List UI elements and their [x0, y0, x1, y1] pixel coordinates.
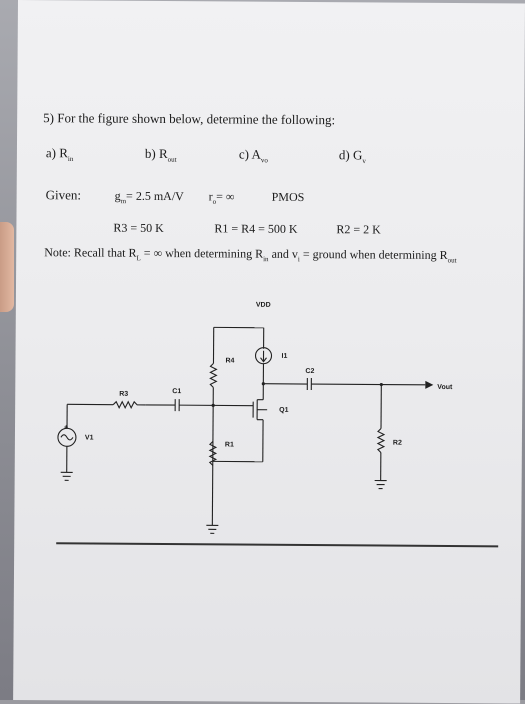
v1-label: V1	[85, 434, 94, 441]
r1-label: R1	[225, 441, 234, 448]
vout-arrow	[425, 381, 433, 389]
r3-resistor	[113, 402, 145, 408]
vout-wire	[311, 384, 425, 385]
r4-label: R4	[225, 357, 234, 364]
vdd-label: VDD	[256, 302, 271, 309]
r4-resistor	[210, 363, 216, 387]
vout-label: Vout	[437, 384, 452, 391]
i1-label: I1	[281, 353, 287, 360]
r2-resistor	[378, 429, 384, 453]
paper-sheet: 5) For the figure shown below, determine…	[13, 0, 525, 704]
circuit-schematic	[14, 0, 525, 564]
c2-label: C2	[305, 368, 314, 375]
q1-label: Q1	[279, 407, 288, 414]
v1-plus-label: +	[64, 424, 68, 431]
thumb	[0, 222, 14, 312]
c1-label: C1	[172, 388, 181, 395]
r3-label: R3	[119, 391, 128, 398]
r2-label: R2	[393, 440, 402, 447]
